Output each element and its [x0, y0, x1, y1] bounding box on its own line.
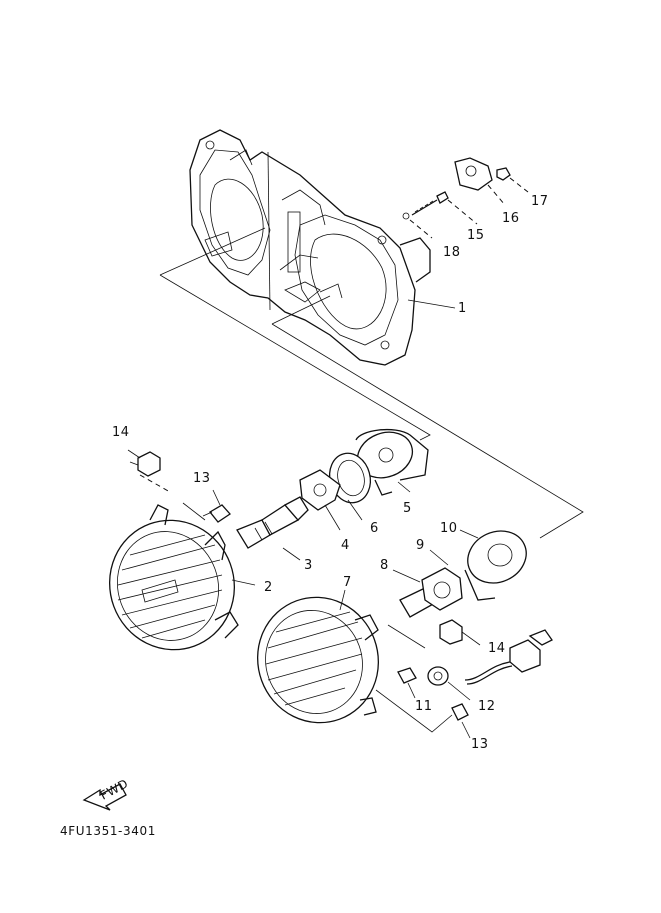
callout-9: 9	[416, 538, 425, 553]
callout-6: 6	[370, 521, 379, 536]
callout-12: 12	[478, 699, 496, 714]
callout-16: 16	[502, 211, 520, 226]
housing-leader-lines	[159, 227, 584, 539]
bulb-socket-part	[355, 428, 429, 496]
connector-upper-part	[127, 449, 171, 493]
headlight-unit-left-part	[108, 504, 256, 651]
callout-1: 1	[458, 301, 467, 316]
callouts: 1 2 3 4 5 6 7 8 9 10 11 12 13 13 14 14 1…	[112, 194, 549, 752]
wiring-harness-part	[464, 629, 553, 685]
callout-5: 5	[403, 501, 412, 516]
headlight-housing-part	[189, 129, 431, 366]
socket-right-part	[459, 529, 527, 601]
callout-13-upper: 13	[193, 471, 211, 486]
callout-15: 15	[467, 228, 485, 243]
position-bulb-socket-part	[397, 666, 471, 701]
position-bulb-lower-part	[375, 689, 471, 739]
callout-10: 10	[440, 521, 458, 536]
callout-4: 4	[341, 538, 350, 553]
connector-lower-part	[387, 619, 481, 649]
callout-3: 3	[304, 558, 313, 573]
callout-17: 17	[531, 194, 549, 209]
callout-8: 8	[380, 558, 389, 573]
callout-14-lower: 14	[488, 641, 506, 656]
position-bulb-upper-part	[182, 489, 231, 523]
adjuster-assembly	[402, 157, 529, 239]
callout-18: 18	[443, 245, 461, 260]
callout-14-upper: 14	[112, 425, 130, 440]
callout-13-lower: 13	[471, 737, 489, 752]
fwd-arrow-icon: FWD	[82, 776, 131, 811]
bulb-clip-part	[299, 469, 341, 531]
reference-code: 4FU1351-3401	[60, 824, 156, 838]
callout-2: 2	[264, 580, 273, 595]
callout-11: 11	[415, 699, 433, 714]
callout-7: 7	[343, 575, 352, 590]
halogen-bulb-part	[236, 496, 309, 561]
headlight-unit-right-part	[256, 589, 380, 724]
bulb-and-holder-right-part	[392, 549, 463, 618]
